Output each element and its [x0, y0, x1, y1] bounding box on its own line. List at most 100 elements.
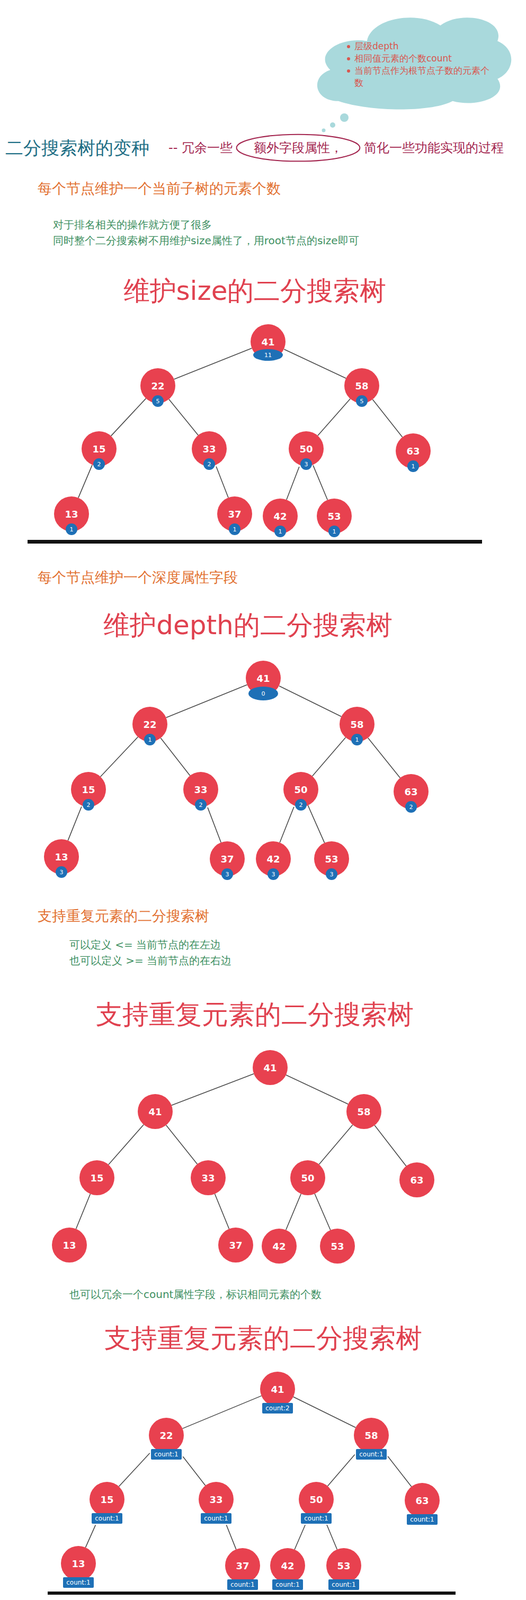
- badge-value: 3: [271, 871, 276, 878]
- node-value: 63: [404, 786, 418, 798]
- node-value: 41: [256, 672, 270, 684]
- tree-edge: [372, 399, 403, 438]
- badge-value: 2: [299, 801, 303, 808]
- node-value: 15: [92, 443, 106, 455]
- tree-node: 221: [132, 706, 168, 742]
- bullet-item: 相同值元素的个数count: [346, 52, 492, 65]
- badge-value: 2: [409, 804, 414, 810]
- page-title: 二分搜索树的变种: [5, 137, 150, 159]
- tree-node: 63 2: [393, 773, 429, 809]
- tree-node: 37 1: [217, 496, 253, 532]
- badge-value: 3: [59, 869, 64, 876]
- node-value: 41: [148, 1106, 162, 1118]
- subtitle-text: 简化一些功能实现的过程: [363, 140, 504, 156]
- count-tag: count:1: [150, 1448, 182, 1460]
- section-heading: 支持重复元素的二分搜索树: [37, 907, 210, 925]
- node-value: 22: [159, 1429, 173, 1441]
- tree-node: 423: [255, 841, 291, 877]
- diagram-heading: 维护size的二分搜索树: [123, 274, 387, 307]
- node-value: 37: [220, 853, 234, 865]
- tree-edge: [312, 737, 346, 777]
- tree-node: 33: [190, 1160, 226, 1196]
- node-value: 33: [201, 1172, 215, 1184]
- tree-edge: [286, 466, 300, 500]
- node-value: 13: [71, 1557, 85, 1569]
- count-tag: count:1: [406, 1513, 438, 1525]
- node-value: 42: [280, 1559, 294, 1572]
- value-badge: 1: [228, 523, 241, 536]
- note-text: 也可以定义 >= 当前节点的在右边: [69, 954, 232, 967]
- node-value: 15: [81, 783, 95, 796]
- tree-node: 50count:1: [298, 1481, 334, 1517]
- diagram-heading: 维护depth的二分搜索树: [103, 609, 393, 641]
- diagram-heading: 支持重复元素的二分搜索树: [95, 998, 414, 1031]
- cloud-outline: [317, 17, 512, 110]
- badge-value: 1: [355, 736, 360, 743]
- value-badge: 1: [274, 525, 287, 538]
- node-value: 22: [143, 718, 157, 730]
- baseline-bar: [27, 539, 483, 544]
- badge-value: 1: [278, 528, 283, 535]
- node-value: 33: [202, 443, 216, 455]
- tree-node: 421: [262, 498, 298, 534]
- value-badge: 3: [300, 458, 312, 470]
- tree-edge: [317, 398, 351, 436]
- count-text: count:1: [94, 1514, 120, 1522]
- tree-node: 53count:1: [326, 1547, 362, 1583]
- tree-edge: [166, 684, 248, 718]
- node-value: 41: [270, 1383, 284, 1395]
- value-badge: 2: [295, 798, 307, 811]
- value-badge: 1: [65, 523, 78, 536]
- node-value: 33: [209, 1493, 223, 1505]
- tree-node: 131: [54, 496, 89, 532]
- count-tag: count:1: [355, 1448, 387, 1460]
- tree-node: 15count:1: [89, 1481, 125, 1517]
- node-value: 63: [415, 1494, 429, 1506]
- node-value: 37: [227, 508, 242, 520]
- tree-edge: [78, 465, 93, 498]
- node-value: 58: [354, 380, 369, 392]
- value-badge: 3: [55, 866, 68, 878]
- node-value: 13: [54, 851, 68, 863]
- badge-value: 11: [264, 352, 272, 359]
- node-value: 50: [309, 1493, 323, 1505]
- node-value: 50: [293, 783, 308, 796]
- value-badge: 3: [221, 868, 234, 880]
- value-badge: 1: [144, 733, 156, 746]
- tree-edge: [182, 1456, 205, 1486]
- bullet-dot: [346, 57, 351, 61]
- badge-value: 2: [199, 801, 203, 808]
- badge-value: 3: [304, 461, 309, 468]
- node-value: 22: [150, 380, 165, 392]
- diagram-heading: 支持重复元素的二分搜索树: [104, 1322, 423, 1354]
- tree-edge: [286, 1193, 302, 1230]
- badge-value: 1: [233, 526, 237, 533]
- count-text: count:1: [275, 1581, 300, 1588]
- node-value: 50: [300, 1172, 315, 1184]
- tree-node: 41 11: [250, 324, 286, 360]
- tree-node: 585: [344, 368, 380, 404]
- tree-edge: [307, 805, 325, 843]
- badge-value: 1: [332, 528, 337, 535]
- node-value: 58: [350, 718, 364, 730]
- count-text: count:1: [203, 1514, 229, 1522]
- value-badge: 2: [93, 458, 105, 470]
- tree-node: 41count:2: [260, 1371, 296, 1407]
- node-value: 58: [364, 1429, 378, 1441]
- tree-edge: [293, 1396, 356, 1428]
- node-value: 41: [261, 336, 275, 348]
- tree-node: 58: [346, 1093, 382, 1129]
- badge-value: 3: [330, 871, 334, 878]
- tree-edge: [279, 806, 294, 843]
- thought-bubble: [340, 113, 349, 122]
- count-tag: count:1: [272, 1579, 303, 1590]
- tree-edge: [85, 1524, 96, 1547]
- value-badge: 11: [253, 349, 283, 361]
- highlighted-phrase: 额外字段属性，: [253, 140, 343, 156]
- tree-node: 533: [314, 841, 350, 877]
- tree-edge: [67, 806, 82, 841]
- section-heading: 每个节点维护一个深度属性字段: [37, 568, 238, 586]
- tree-node: 152: [81, 431, 117, 467]
- tree-node: 58count:1: [353, 1417, 389, 1453]
